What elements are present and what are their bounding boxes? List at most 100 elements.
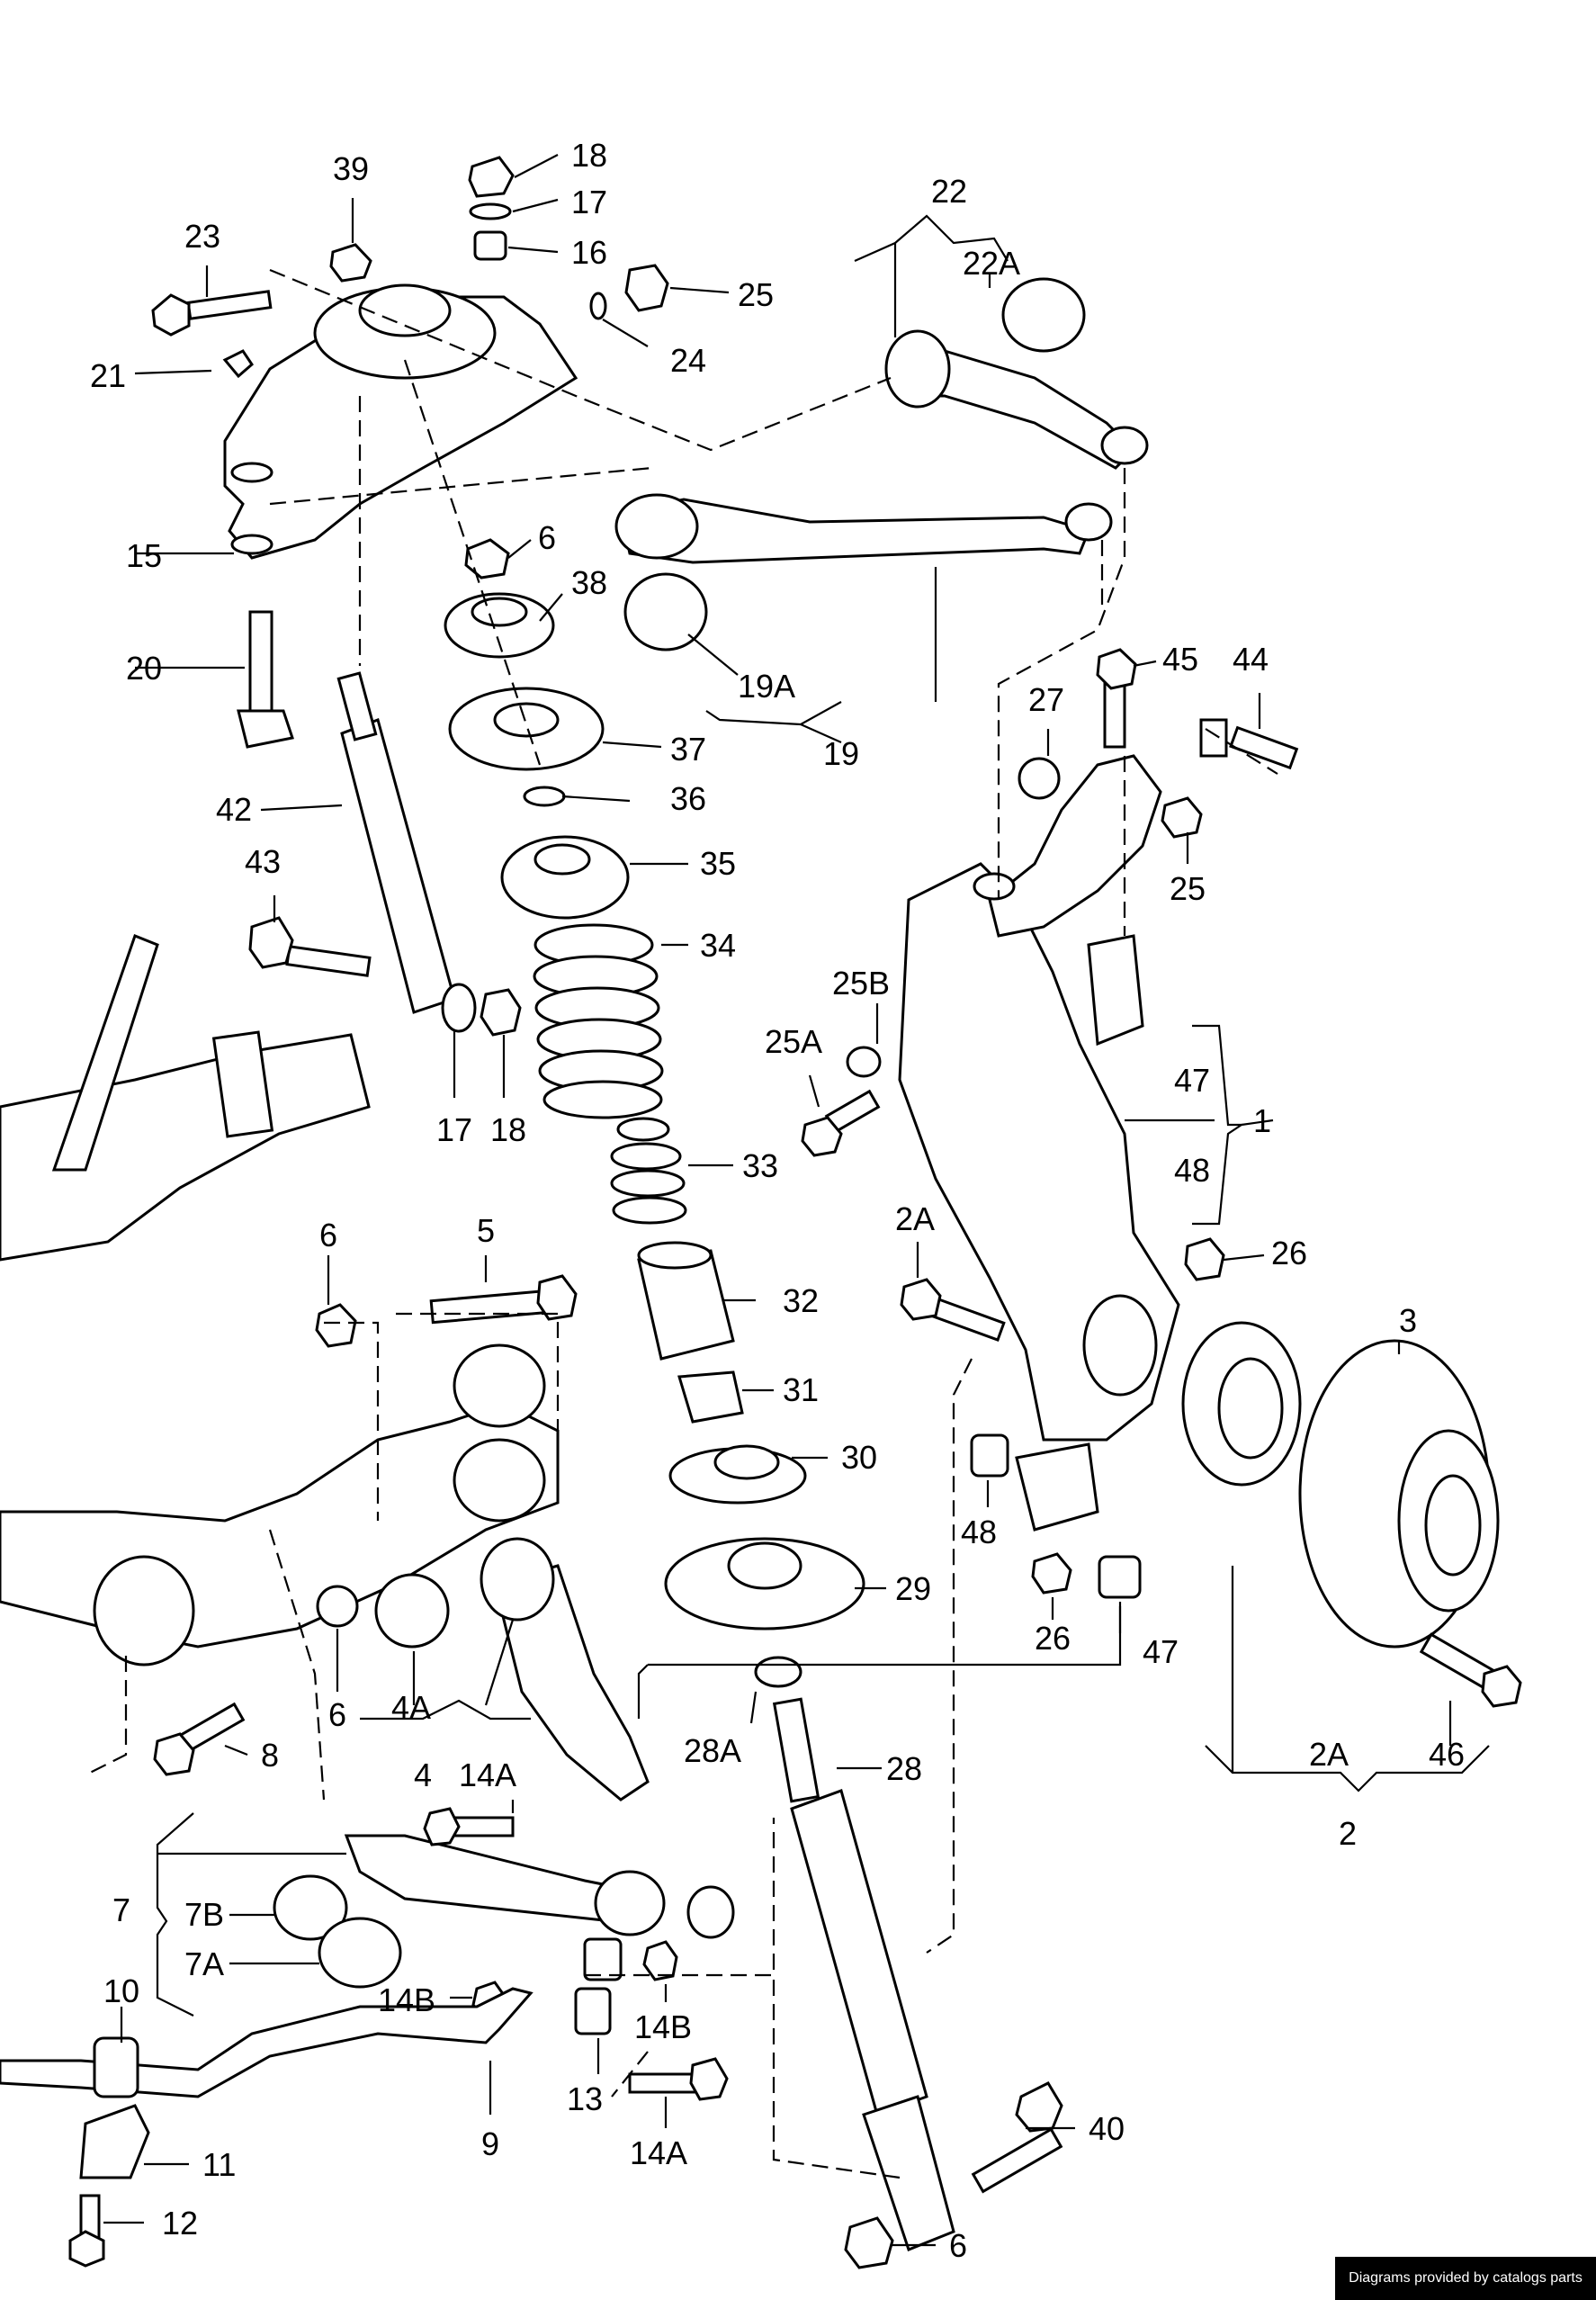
callout-2: 2 <box>1339 1815 1357 1852</box>
bolt-45-head <box>1096 648 1137 690</box>
callout-45: 45 <box>1162 641 1198 678</box>
bushing-19a <box>623 572 708 651</box>
callout-11: 11 <box>202 2146 236 2183</box>
callout-25: 25 <box>738 276 774 313</box>
callout-42: 42 <box>216 791 252 828</box>
callout-25a: 25A <box>765 1023 822 1060</box>
callout-27: 27 <box>1028 681 1064 718</box>
callout-31: 31 <box>783 1371 819 1408</box>
callout-33: 33 <box>742 1147 778 1184</box>
callout-8: 8 <box>261 1737 279 1774</box>
nut-6-upper <box>464 538 510 579</box>
knuckle-bore <box>1082 1294 1158 1397</box>
callout-39: 39 <box>333 150 369 187</box>
callout-labels: 18 39 17 16 23 25 24 21 22 22A 15 6 38 2… <box>90 137 1465 2264</box>
callout-19a: 19A <box>738 668 795 705</box>
washer-28a <box>754 1656 802 1688</box>
clamp-11 <box>79 2104 150 2179</box>
steering-knuckle-1 <box>898 862 1180 1442</box>
bolt-25a-head <box>801 1116 843 1157</box>
callout-6: 6 <box>328 1696 346 1733</box>
nut-18-mid <box>480 988 522 1037</box>
callout-22: 22 <box>931 173 967 210</box>
callout-7b: 7B <box>184 1896 224 1933</box>
callout-46: 46 <box>1429 1736 1465 1773</box>
shock-lower-28 <box>862 2095 955 2251</box>
washer-17-top <box>469 202 512 220</box>
callout-3: 3 <box>1399 1302 1417 1339</box>
wheel-bearing-2-inner <box>1217 1357 1284 1460</box>
stabilizer-bar-9 <box>0 1987 533 2098</box>
nut-6-lower <box>316 1585 359 1628</box>
bushing-47 <box>1098 1555 1142 1599</box>
bolt-23-head <box>151 293 191 337</box>
callout-24: 24 <box>670 342 706 379</box>
lower-arm-7 <box>344 1834 632 1923</box>
bushing-22a <box>1001 277 1086 353</box>
callout-29: 29 <box>895 1570 931 1607</box>
parts-artwork <box>0 156 1522 2269</box>
spring-seat-35 <box>500 835 630 920</box>
spring-seat-35-inner <box>533 843 591 876</box>
callout-9: 9 <box>481 2125 499 2162</box>
callout-2a: 2A <box>895 1200 935 1237</box>
subframe-left <box>0 1033 371 1262</box>
cup-31 <box>677 1370 744 1424</box>
bolt-43-head <box>248 916 294 969</box>
ball-joint-19 <box>1064 502 1113 542</box>
callout-13: 13 <box>567 2080 603 2117</box>
ball-stud <box>1087 934 1144 1047</box>
bolt-5 <box>429 1289 551 1325</box>
bushing-7b <box>273 1874 348 1941</box>
callout-48: 48 <box>961 1514 997 1550</box>
callout-25: 25 <box>1170 870 1206 907</box>
callout-35: 35 <box>700 845 736 882</box>
callout-32: 32 <box>783 1282 819 1319</box>
callout-36: 36 <box>670 780 706 817</box>
spring-seat-37-inner <box>493 702 560 738</box>
callout-10: 10 <box>103 1972 139 2009</box>
callout-14b: 14B <box>634 2008 692 2045</box>
nut-6-bottom <box>844 2216 894 2269</box>
nut-26-b <box>1031 1552 1072 1595</box>
callout-18: 18 <box>571 137 607 174</box>
shock-rod-28 <box>772 1697 820 1803</box>
upper-arm-19-bushing <box>614 493 699 560</box>
bolt-5-head <box>536 1274 578 1321</box>
link-13 <box>583 1937 623 1981</box>
nut-26-a <box>1184 1237 1225 1281</box>
callout-14b: 14B <box>378 1981 435 2018</box>
credit-banner: Diagrams provided by catalogs parts <box>1335 2257 1596 2300</box>
bolt-46-head <box>1481 1665 1522 1708</box>
nut-14b-right <box>642 1940 678 1981</box>
shock-absorber-28 <box>790 1789 928 2116</box>
callout-28a: 28A <box>684 1732 741 1769</box>
washer-25b <box>846 1046 882 1078</box>
callout-6: 6 <box>319 1217 337 1253</box>
callout-7a: 7A <box>184 1945 224 1982</box>
nut-6-mid <box>315 1303 357 1348</box>
callout-18: 18 <box>490 1111 526 1148</box>
lower-arm-4 <box>493 1564 650 1801</box>
bushing-7a <box>318 1917 402 1989</box>
callout-26: 26 <box>1035 1620 1071 1657</box>
washer-17-mid <box>441 983 477 1033</box>
callout-6: 6 <box>538 519 556 556</box>
callout-22a: 22A <box>963 245 1020 282</box>
ball-joint-7 <box>686 1885 735 1939</box>
callout-44: 44 <box>1233 641 1269 678</box>
callout-47: 47 <box>1174 1062 1210 1099</box>
ball-joint-22 <box>1100 426 1149 465</box>
bolt-44 <box>1229 725 1299 770</box>
bolt-8-head <box>153 1732 195 1776</box>
callout-17: 17 <box>436 1111 472 1148</box>
bushing-10 <box>93 2036 139 2098</box>
upper-arm-22-bushing <box>884 329 951 409</box>
seat-30-inner <box>713 1444 780 1480</box>
nut-39 <box>329 243 372 283</box>
callout-17: 17 <box>571 184 607 220</box>
washer-24 <box>589 292 607 320</box>
bolt-40-head <box>1015 2081 1063 2133</box>
callout-5: 5 <box>477 1212 495 1249</box>
callout-1: 1 <box>1253 1102 1271 1139</box>
